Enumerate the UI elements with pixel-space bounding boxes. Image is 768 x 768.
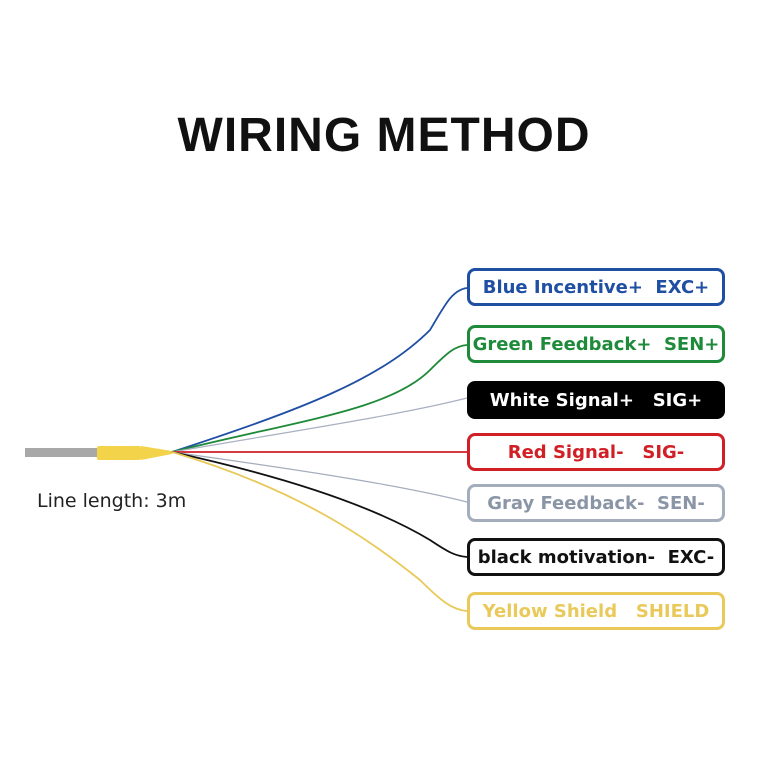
line-length-label: Line length: 3m bbox=[37, 490, 187, 512]
wire-label-red: Red Signal- SIG- bbox=[467, 433, 725, 471]
wire-label-white: White Signal+ SIG+ bbox=[467, 381, 725, 419]
cable-sleeve-taper bbox=[141, 446, 172, 460]
wire-blue bbox=[171, 287, 468, 453]
wire-label-yellow: Yellow Shield SHIELD bbox=[467, 592, 725, 630]
wire-label-black: black motivation- EXC- bbox=[467, 538, 725, 576]
wire-yellow bbox=[171, 451, 468, 612]
cable-jacket bbox=[25, 448, 100, 457]
wire-black bbox=[171, 451, 468, 558]
wire-label-green: Green Feedback+ SEN+ bbox=[467, 325, 725, 363]
page-title: WIRING METHOD bbox=[177, 109, 591, 162]
wire-label-gray: Gray Feedback- SEN- bbox=[467, 484, 725, 522]
wire-white bbox=[171, 397, 468, 453]
cable-sleeve bbox=[97, 446, 141, 460]
wire-green bbox=[171, 344, 468, 453]
wire-label-blue: Blue Incentive+ EXC+ bbox=[467, 268, 725, 306]
wire-gray bbox=[171, 451, 468, 503]
